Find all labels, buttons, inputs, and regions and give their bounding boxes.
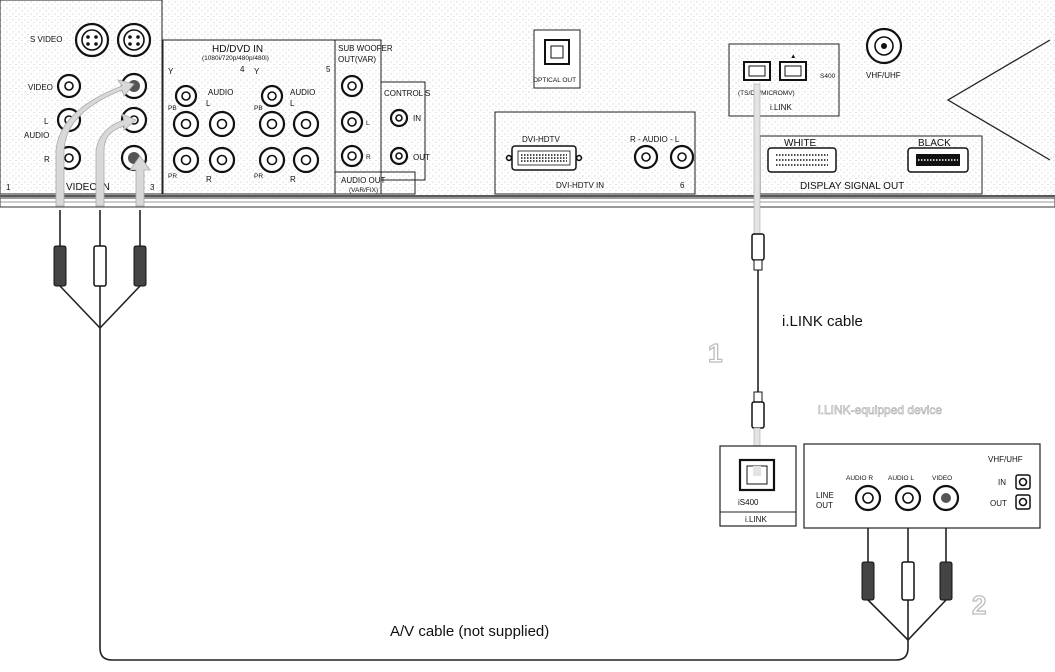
label-input-5: 5 — [326, 65, 331, 74]
panel-labels: S VIDEO VIDEO L AUDIO R VIDEO IN 1 3 HD/… — [6, 35, 951, 194]
audio-out-jacks — [340, 74, 409, 168]
device-rear-panel — [803, 443, 1041, 529]
vhf-uhf-connector — [865, 27, 903, 65]
label-r-5: R — [290, 175, 296, 184]
label-y-5: Y — [254, 67, 260, 76]
label-black: BLACK — [918, 138, 951, 149]
label-audio-5: AUDIO — [290, 88, 315, 97]
label-audio: AUDIO — [24, 131, 49, 140]
label-dvi-hdtv: DVI-HDTV — [522, 135, 560, 144]
device-label-ilink: i.LINK — [745, 515, 767, 524]
label-s-video: S VIDEO — [30, 35, 62, 44]
s-video-jack-3 — [116, 22, 152, 58]
label-video: VIDEO — [28, 83, 53, 92]
av-cable — [53, 210, 953, 661]
label-input-1: 1 — [6, 183, 11, 192]
optical-out-port — [533, 29, 581, 89]
connection-arrows-tv — [55, 79, 151, 207]
ilink-cable-label: i.LINK cable — [782, 313, 863, 330]
label-pr-4: PR — [168, 173, 177, 180]
dvi-audio-jacks — [633, 144, 695, 170]
step-1-number: 1 — [708, 338, 722, 368]
label-audio-out: AUDIO OUT — [341, 176, 386, 185]
label-ilink-port: (TS/DV/MICROMV) — [738, 90, 795, 97]
device-label-audio-l: AUDIO L — [888, 475, 914, 482]
label-input-6: 6 — [680, 181, 685, 190]
hddvd-in-jacks — [172, 84, 320, 174]
label-subwoofer-out: OUT(VAR) — [338, 55, 376, 64]
label-hddvd-in: HD/DVD IN — [212, 44, 263, 55]
dvi-hdtv-connector — [505, 145, 583, 171]
label-pb-5: PB — [254, 105, 263, 112]
label-video-in: VIDEO IN — [66, 182, 110, 193]
label-display-signal-out: DISPLAY SIGNAL OUT — [800, 181, 904, 192]
device-label-audio-r: AUDIO R — [846, 475, 873, 482]
label-l-5: L — [290, 99, 295, 108]
label-dvi-hdtv-in: DVI-HDTV IN — [556, 181, 604, 190]
label-control-in: IN — [413, 114, 421, 123]
step-2-number: 2 — [972, 590, 986, 620]
display-out-connectors — [767, 147, 969, 173]
panel-edge — [946, 39, 1051, 161]
label-pb-4: PB — [168, 105, 177, 112]
label-audio-out-l: L — [366, 120, 370, 127]
label-y-4: Y — [168, 67, 174, 76]
label-control-s: CONTROL S — [384, 89, 430, 98]
label-tv-ilink: i.LINK — [770, 103, 792, 112]
label-vhf-uhf: VHF/UHF — [866, 71, 901, 80]
label-l: L — [44, 117, 49, 126]
label-pr-5: PR — [254, 173, 263, 180]
label-hddvd-formats: (1080i/720p/480p/480i) — [202, 55, 269, 62]
svg-text:▲: ▲ — [790, 53, 796, 60]
label-subwoofer: SUB WOOFER — [338, 44, 393, 53]
label-optical-out: OPTICAL OUT — [533, 77, 576, 84]
device-label-s400: iS400 — [738, 498, 759, 507]
label-s400: S400 — [820, 73, 836, 80]
tv-rear-panel — [0, 0, 1055, 208]
label-audio-out-r: R — [366, 154, 371, 161]
av-cable-label: A/V cable (not supplied) — [390, 623, 549, 640]
label-input-3: 3 — [150, 183, 155, 192]
label-white: WHITE — [784, 138, 817, 149]
label-input-4: 4 — [240, 65, 245, 74]
device-label-in: IN — [998, 478, 1006, 487]
label-audio-out-mode: (VAR/FIX) — [349, 187, 378, 194]
device-label-vhf-uhf: VHF/UHF — [988, 455, 1023, 464]
label-r-audio-l: R - AUDIO - L — [630, 135, 680, 144]
label-audio-4: AUDIO — [208, 88, 233, 97]
device-label-out: OUT — [990, 499, 1007, 508]
label-control-out: OUT — [413, 153, 430, 162]
label-r-4: R — [206, 175, 212, 184]
device-label-video: VIDEO — [932, 475, 952, 482]
device-title: i.LINK-equipped device — [818, 403, 942, 417]
label-r: R — [44, 155, 50, 164]
device-ilink-box — [719, 445, 797, 527]
label-l-4: L — [206, 99, 211, 108]
tv-ilink-ports: ▲ — [743, 53, 807, 81]
s-video-jack-1 — [74, 22, 110, 58]
